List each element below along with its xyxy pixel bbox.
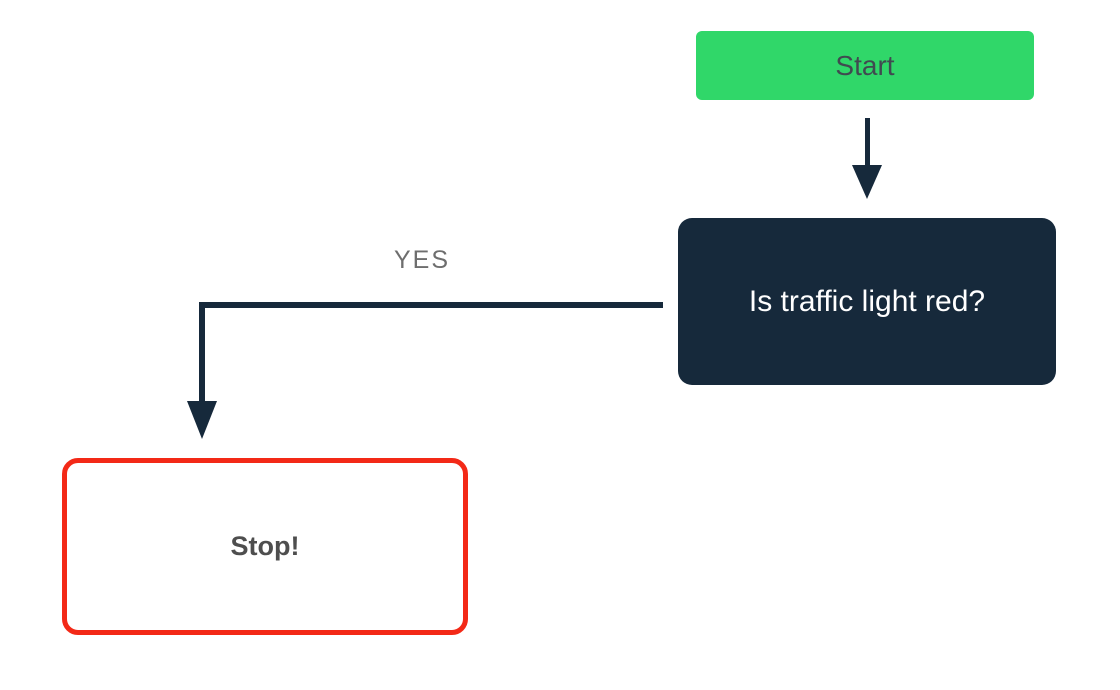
start-node-label: Start <box>835 49 895 81</box>
stop-node-label: Stop! <box>230 531 300 561</box>
decision-node: Is traffic light red? <box>678 218 1056 385</box>
arrow-down-icon <box>852 165 882 199</box>
decision-node-label: Is traffic light red? <box>748 284 986 318</box>
start-node: Start <box>696 31 1034 100</box>
edge-decision-to-stop-vertical-line <box>199 302 205 402</box>
stop-node: Stop! <box>62 458 468 635</box>
edge-decision-to-stop-horizontal-line <box>199 302 663 308</box>
arrow-down-icon <box>187 401 217 439</box>
edge-yes-label: YES <box>393 246 451 274</box>
edge-start-to-decision-line <box>865 118 870 167</box>
